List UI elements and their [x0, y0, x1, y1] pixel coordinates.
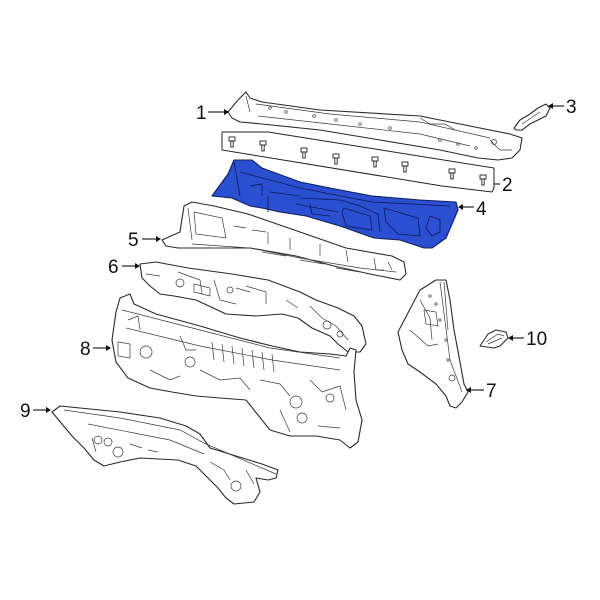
part-5-plenum-panel[interactable] [161, 201, 407, 281]
part-7-side-panel[interactable] [397, 279, 469, 409]
callout-8-label: 8 [80, 339, 91, 360]
part-1-upper-cowl-panel[interactable] [227, 91, 523, 161]
callout-1-label: 1 [196, 103, 207, 124]
part-3-bracket[interactable] [513, 103, 551, 131]
part-8-dash-panel[interactable] [111, 293, 363, 449]
callout-1[interactable]: 1 [196, 103, 229, 124]
part-10-clip[interactable] [479, 329, 509, 349]
callout-5-label: 5 [128, 230, 139, 251]
callout-10-label: 10 [526, 329, 547, 350]
callout-10[interactable]: 10 [508, 329, 547, 350]
callout-4-label: 4 [476, 199, 487, 220]
callout-2-label: 2 [502, 175, 513, 196]
callout-6[interactable]: 6 [108, 257, 140, 278]
callout-4[interactable]: 4 [458, 199, 487, 220]
part-6-crossmember[interactable] [139, 261, 367, 353]
callout-6-label: 6 [108, 257, 119, 278]
callout-5[interactable]: 5 [128, 230, 161, 251]
callout-7-label: 7 [486, 381, 497, 402]
part-4-cowl-panel-highlighted[interactable] [211, 159, 459, 249]
callout-7[interactable]: 7 [466, 381, 497, 402]
callout-8[interactable]: 8 [80, 339, 111, 360]
part-2-bolt-kit[interactable] [221, 131, 495, 193]
part-9-insulator[interactable] [51, 405, 279, 505]
callout-3[interactable]: 3 [548, 97, 577, 118]
callout-9-label: 9 [20, 401, 31, 422]
callout-9[interactable]: 9 [20, 401, 51, 422]
bolt-icon [228, 136, 487, 186]
callout-2[interactable]: 2 [494, 175, 513, 196]
callout-3-label: 3 [566, 97, 577, 118]
